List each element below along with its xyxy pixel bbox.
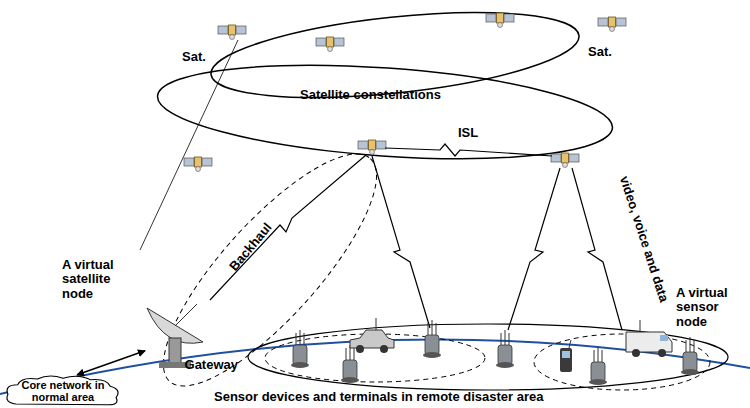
group-label: A virtual sensor node <box>676 286 748 329</box>
gateway-text: Gateway <box>185 358 238 372</box>
link-label: video, voice and data <box>617 174 671 303</box>
sat-label: Sat. <box>182 50 206 64</box>
area-label: Sensor devices and terminals in remote d… <box>214 390 543 404</box>
cloud-text: Core network in normal area <box>17 379 109 403</box>
group-label: A virtual satellite node <box>62 258 144 301</box>
constellation-label: Satellite constellations <box>300 88 441 102</box>
isl-label: ISL <box>458 126 478 140</box>
double-arrow <box>77 351 145 375</box>
cloud-node: Core network in normal area <box>4 375 122 407</box>
link-label: Backhaul <box>227 220 275 273</box>
gateway-node: Gateway <box>145 290 240 372</box>
sat-label: Sat. <box>588 45 612 59</box>
